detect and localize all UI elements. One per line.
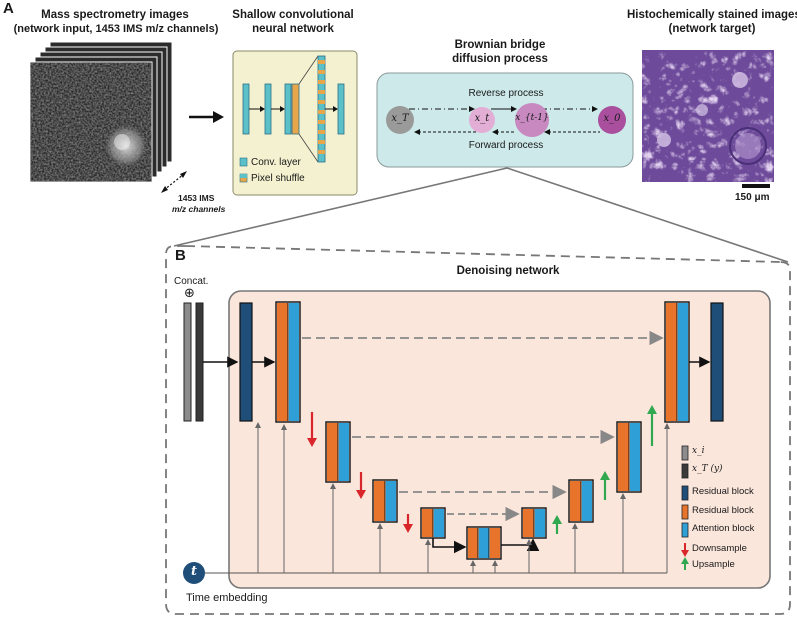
cnn-shuffle-strip [317, 55, 326, 163]
histo-title-line2: (network target) [668, 23, 756, 35]
legend-swatch-xi [681, 445, 689, 461]
cnn-title-line1: Shallow convolutional [232, 9, 354, 21]
concat-symbol: ⊕ [184, 286, 195, 301]
level3-down-frame [372, 479, 398, 523]
node-x0-label: x_0 [603, 113, 621, 124]
downsample-arrows [307, 412, 413, 533]
network-title: Denoising network [456, 265, 560, 277]
legend-label-attn: Attention block [692, 523, 755, 534]
cnn-legend-conv-swatch [239, 157, 248, 167]
level2-up-attn [630, 423, 640, 491]
level4-down-res [422, 509, 433, 537]
bottleneck-frame [466, 526, 502, 560]
level1-down-frame [275, 301, 301, 423]
scale-bar-line [742, 184, 770, 188]
panel-b-letter: B [175, 247, 186, 264]
histo-title-line1: Histochemically stained images [627, 9, 797, 21]
level1-up-res [666, 303, 677, 421]
level4-up-res [523, 509, 534, 537]
concat-label: Concat. [174, 276, 209, 287]
forward-process-label: Forward process [468, 140, 544, 151]
level2-down-frame [325, 421, 351, 483]
level2-up-frame [616, 421, 642, 493]
ms-title-line1: Mass spectrometry images [41, 9, 189, 21]
channels-label-line1: 1453 IMS [178, 193, 215, 203]
bottleneck-res2 [490, 528, 500, 558]
channels-depth-arrow [161, 171, 187, 193]
ms-title-line2: (network input, 1453 IMS m/z channels) [13, 23, 219, 35]
bridge-box [376, 72, 634, 168]
histology-image [642, 50, 774, 182]
panel-a-letter: A [3, 0, 14, 17]
legend-swatches [681, 445, 689, 570]
node-xt1 [515, 103, 549, 137]
level3-up-frame [568, 479, 594, 523]
level1-down-attn [289, 303, 299, 421]
level4-up-attn [535, 509, 545, 537]
level3-up-res [570, 481, 581, 521]
legend-swatch-res-orange [681, 504, 689, 520]
reverse-process-label: Reverse process [468, 88, 544, 99]
level3-down-attn [386, 481, 396, 521]
level3-down-res [374, 481, 385, 521]
bridge-title-line1: Brownian bridge [454, 39, 546, 51]
legend-swatch-xT [681, 463, 689, 479]
cnn-legend-pixel: Pixel shuffle [251, 173, 305, 184]
bottleneck-res1 [468, 528, 478, 558]
level2-up-res [618, 423, 629, 491]
bridge-title-line2: diffusion process [452, 53, 548, 65]
cnn-legend-conv: Conv. layer [251, 157, 301, 168]
legend-label-up: Upsample [692, 559, 735, 570]
node-xt-label: x_t [474, 113, 490, 124]
cnn-pixel-shuffle [291, 83, 300, 135]
legend-label-res-dark: Residual block [692, 486, 754, 497]
time-embedding-label: Time embedding [186, 592, 268, 604]
node-xt [469, 107, 495, 133]
node-xt1-label: x_{t-1} [515, 113, 549, 123]
level2-down-res [327, 423, 338, 481]
cnn-box [232, 50, 358, 196]
legend-label-xi: x_i [692, 446, 705, 456]
network-background [228, 290, 771, 589]
legend-label-res-orange: Residual block [692, 505, 754, 516]
input-arrow [189, 111, 224, 123]
cnn-conv-layer-4 [337, 83, 345, 135]
node-x0 [598, 106, 626, 134]
node-xT-label: x_T [391, 113, 409, 124]
legend-swatch-res-dark [681, 485, 689, 501]
level4-up-frame [521, 507, 547, 539]
ms-image-stack [30, 42, 173, 183]
cnn-conv-layer-3 [284, 83, 292, 135]
time-symbol: t [190, 564, 197, 579]
node-xT [386, 106, 414, 134]
input-xT [195, 302, 204, 422]
cnn-title-line2: neural network [252, 23, 334, 35]
level3-up-attn [582, 481, 592, 521]
upsample-arrows [552, 405, 657, 534]
res-block-out [710, 302, 724, 422]
level1-down-res [277, 303, 288, 421]
scale-bar-label: 150 μm [735, 192, 770, 203]
res-block-in [239, 302, 253, 422]
level4-down-attn [434, 509, 444, 537]
bottleneck-attn [479, 528, 489, 558]
time-embedding-node [183, 562, 205, 584]
legend-swatch-attn [681, 522, 689, 538]
legend-label-down: Downsample [692, 543, 747, 554]
legend-label-xT: x_T (y) [692, 464, 723, 474]
level1-up-attn [678, 303, 688, 421]
level2-down-attn [339, 423, 349, 481]
input-xi [183, 302, 192, 422]
channels-label-line2: m/z channels [172, 204, 226, 214]
